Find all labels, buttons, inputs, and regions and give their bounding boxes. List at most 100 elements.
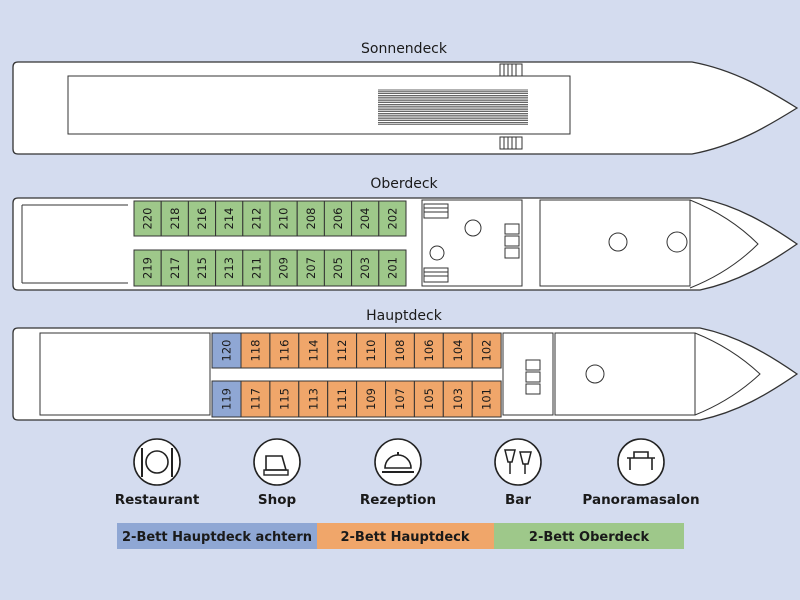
cabin-117[interactable]: 117 bbox=[240, 380, 271, 418]
cabin-120[interactable]: 120 bbox=[211, 332, 242, 369]
category-swatch-hauptdeck bbox=[317, 523, 494, 549]
cabin-box bbox=[471, 332, 502, 369]
cabin-box bbox=[351, 249, 380, 287]
cabin-box bbox=[242, 200, 271, 237]
cabin-207[interactable]: 207 bbox=[296, 249, 325, 287]
cabin-number: 207 bbox=[304, 257, 318, 279]
cabin-211[interactable]: 211 bbox=[242, 249, 271, 287]
cabin-number: 113 bbox=[306, 388, 320, 410]
cabin-104[interactable]: 104 bbox=[442, 332, 473, 369]
cabin-216[interactable]: 216 bbox=[187, 200, 217, 237]
cabin-107[interactable]: 107 bbox=[385, 380, 415, 418]
cabin-number: 202 bbox=[385, 208, 399, 230]
cabin-218[interactable]: 218 bbox=[160, 200, 189, 237]
cabin-109[interactable]: 109 bbox=[356, 380, 387, 418]
cabin-103[interactable]: 103 bbox=[442, 380, 473, 418]
cabin-205[interactable]: 205 bbox=[323, 249, 353, 287]
legend-label-rezeption: Rezeption bbox=[360, 492, 436, 508]
cabin-213[interactable]: 213 bbox=[215, 249, 244, 287]
cabin-box bbox=[215, 200, 244, 237]
cabin-number: 210 bbox=[277, 208, 291, 230]
hauptdeck-stairs bbox=[525, 359, 541, 395]
cabin-203[interactable]: 203 bbox=[351, 249, 380, 287]
cabin-box bbox=[385, 332, 415, 369]
cabin-number: 217 bbox=[168, 257, 182, 279]
cabin-box bbox=[160, 200, 189, 237]
cabin-214[interactable]: 214 bbox=[215, 200, 244, 237]
cabin-115[interactable]: 115 bbox=[269, 380, 300, 418]
cabin-number: 219 bbox=[141, 257, 155, 279]
cabin-111[interactable]: 111 bbox=[327, 380, 358, 418]
bar-icon bbox=[494, 438, 542, 486]
cabin-206[interactable]: 206 bbox=[323, 200, 353, 237]
cabin-number: 105 bbox=[422, 388, 436, 410]
cabin-201[interactable]: 201 bbox=[378, 249, 407, 287]
cabin-box bbox=[133, 200, 162, 237]
reception-icon bbox=[374, 438, 422, 486]
cabin-202[interactable]: 202 bbox=[378, 200, 407, 237]
cabin-box bbox=[211, 380, 242, 418]
sonnendeck-stairs bbox=[499, 63, 523, 150]
cabin-101[interactable]: 101 bbox=[471, 380, 502, 418]
cabin-number: 206 bbox=[331, 208, 345, 230]
sonnendeck-loungers bbox=[378, 89, 528, 125]
cabin-number: 110 bbox=[364, 340, 378, 362]
legend-label-bar: Bar bbox=[505, 492, 531, 508]
hauptdeck-restaurant-icon bbox=[585, 364, 605, 384]
cabin-208[interactable]: 208 bbox=[296, 200, 325, 237]
cabin-box bbox=[160, 249, 189, 287]
cabin-number: 111 bbox=[335, 388, 349, 410]
cabin-219[interactable]: 219 bbox=[133, 249, 162, 287]
cabin-box bbox=[269, 200, 298, 237]
sonnendeck-hull bbox=[12, 61, 799, 155]
restaurant-icon bbox=[133, 438, 181, 486]
oberdeck-bar-icon bbox=[666, 231, 688, 253]
cabin-box bbox=[378, 249, 407, 287]
cabin-209[interactable]: 209 bbox=[269, 249, 298, 287]
legend-label-restaurant: Restaurant bbox=[115, 492, 200, 508]
cabin-114[interactable]: 114 bbox=[298, 332, 329, 369]
cabin-number: 115 bbox=[277, 388, 291, 410]
cabin-113[interactable]: 113 bbox=[298, 380, 329, 418]
cabin-220[interactable]: 220 bbox=[133, 200, 162, 237]
cabin-108[interactable]: 108 bbox=[385, 332, 415, 369]
cabin-box bbox=[269, 380, 300, 418]
cabin-215[interactable]: 215 bbox=[187, 249, 217, 287]
cabin-number: 208 bbox=[304, 208, 318, 230]
cabin-102[interactable]: 102 bbox=[471, 332, 502, 369]
cabin-box bbox=[269, 249, 298, 287]
cabin-number: 218 bbox=[168, 208, 182, 230]
cabin-number: 101 bbox=[480, 388, 494, 410]
legend: Restaurant Shop Rezeption Bar Panoramasa… bbox=[115, 438, 700, 508]
oberdeck-stairs bbox=[423, 203, 520, 283]
cabin-119[interactable]: 119 bbox=[211, 380, 242, 418]
cabin-category-legend: 2-Bett Hauptdeck achtern 2-Bett Hauptdec… bbox=[117, 523, 684, 549]
cabin-110[interactable]: 110 bbox=[356, 332, 387, 369]
cabin-212[interactable]: 212 bbox=[242, 200, 271, 237]
cabin-number: 112 bbox=[335, 340, 349, 362]
cabin-112[interactable]: 112 bbox=[327, 332, 358, 369]
cabin-number: 116 bbox=[277, 340, 291, 362]
cabin-106[interactable]: 106 bbox=[413, 332, 444, 369]
cabin-box bbox=[298, 332, 329, 369]
cabin-118[interactable]: 118 bbox=[240, 332, 271, 369]
cabin-box bbox=[133, 249, 162, 287]
cabin-number: 108 bbox=[393, 340, 407, 362]
category-swatch-hauptdeck-achtern bbox=[117, 523, 317, 549]
cabin-number: 201 bbox=[385, 257, 399, 279]
cabin-number: 120 bbox=[220, 340, 234, 362]
cabin-217[interactable]: 217 bbox=[160, 249, 189, 287]
legend-label-panoramasalon: Panoramasalon bbox=[582, 492, 699, 508]
legend-label-shop: Shop bbox=[258, 492, 297, 508]
cabin-105[interactable]: 105 bbox=[413, 380, 444, 418]
cabin-box bbox=[296, 249, 325, 287]
oberdeck-reception-icon bbox=[464, 219, 482, 237]
cabin-210[interactable]: 210 bbox=[269, 200, 298, 237]
cabin-box bbox=[351, 200, 380, 237]
cabin-116[interactable]: 116 bbox=[269, 332, 300, 369]
cabin-number: 117 bbox=[248, 388, 262, 410]
cabin-204[interactable]: 204 bbox=[351, 200, 380, 237]
cabin-box bbox=[442, 332, 473, 369]
oberdeck-shop-icon bbox=[429, 245, 445, 261]
